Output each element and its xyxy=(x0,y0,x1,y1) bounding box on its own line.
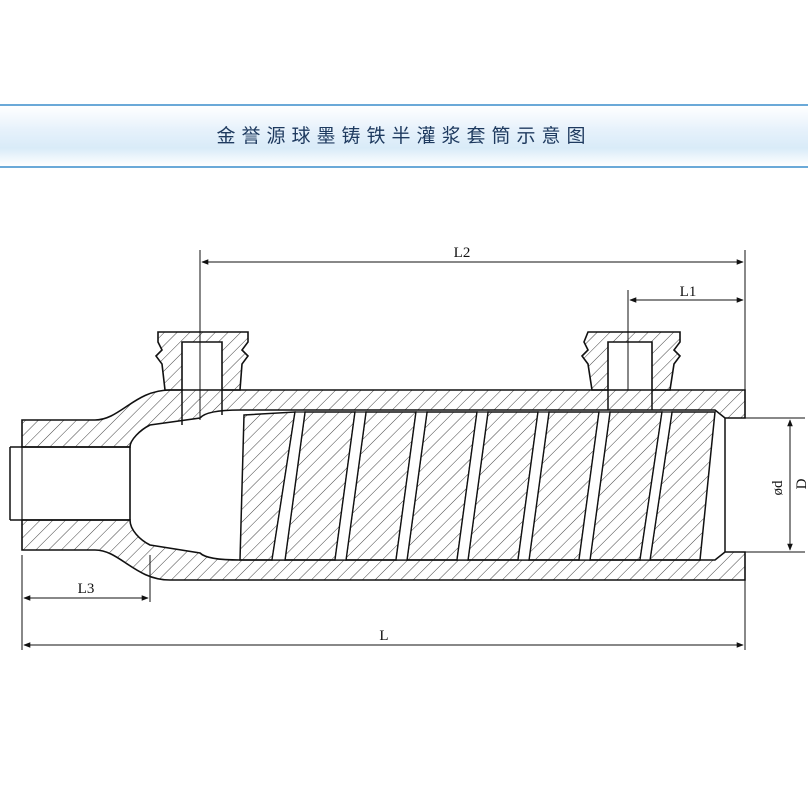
internal-spiral-ribs xyxy=(239,411,716,561)
dimension-lines xyxy=(21,250,805,650)
banner-title: 金誉源球墨铸铁半灌浆套筒示意图 xyxy=(216,125,592,147)
left-grout-port xyxy=(154,331,250,391)
spiral-groove xyxy=(271,411,306,561)
right-grout-port xyxy=(580,331,682,391)
label-outer-diameter: D xyxy=(794,478,808,489)
spiral-groove xyxy=(639,411,673,561)
label-inner-diameter: ød xyxy=(770,480,786,496)
label-l2: L2 xyxy=(454,245,471,261)
label-l: L xyxy=(379,628,388,644)
top-wall xyxy=(21,389,746,448)
label-l3: L3 xyxy=(78,581,95,597)
spiral-groove xyxy=(578,411,611,561)
threaded-bore xyxy=(21,446,131,521)
spiral-groove xyxy=(395,411,428,561)
spiral-groove xyxy=(517,411,550,561)
spiral-groove xyxy=(456,411,489,561)
sleeve-wall xyxy=(21,331,746,581)
spiral-groove xyxy=(334,411,367,561)
bottom-wall xyxy=(21,519,746,581)
spiral-grooves xyxy=(271,411,673,561)
label-l1: L1 xyxy=(680,284,697,300)
title-banner: 金誉源球墨铸铁半灌浆套筒示意图 xyxy=(0,104,808,168)
